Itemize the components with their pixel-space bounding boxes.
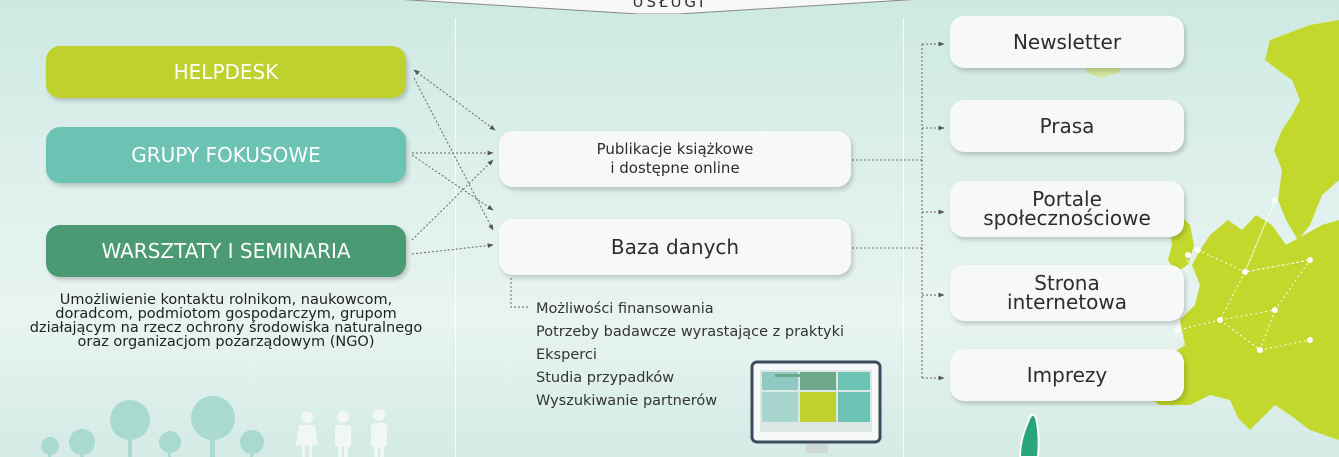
press-box[interactable]: Prasa (950, 100, 1184, 152)
publications-line2: i dostępne online (610, 159, 740, 177)
tree-icons (41, 396, 264, 457)
newsletter-label: Newsletter (1012, 29, 1122, 54)
website-line1: Strona (1034, 271, 1100, 295)
character-illustration (1018, 413, 1040, 457)
monitor-tile (800, 392, 836, 422)
social-line2: społecznościowe (983, 206, 1151, 230)
database-items-list: Możliwości finansowania Potrzeby badawcz… (536, 298, 844, 413)
monitor-icon (750, 360, 882, 453)
focus-groups-button[interactable]: GRUPY FOKUSOWE (46, 127, 406, 183)
database-item: Możliwości finansowania (536, 301, 714, 317)
banner-title: USŁUGI (632, 0, 707, 11)
workshops-button[interactable]: WARSZTATY I SEMINARIA (46, 225, 406, 277)
separator-right (903, 18, 904, 457)
trees-people-illustration (41, 396, 387, 457)
newsletter-box[interactable]: Newsletter (950, 16, 1184, 68)
helpdesk-button[interactable]: HELPDESK (46, 46, 406, 98)
publications-line1: Publikacje książkowe (596, 140, 754, 158)
helpdesk-label: HELPDESK (173, 60, 279, 84)
publications-box[interactable]: Publikacje książkowe i dostępne online (499, 131, 851, 187)
events-label: Imprezy (1026, 362, 1108, 387)
people-icons (296, 409, 387, 457)
press-label: Prasa (1039, 113, 1095, 138)
database-item: Eksperci (536, 347, 597, 363)
social-line1: Portale (1032, 187, 1102, 211)
database-item: Studia przypadków (536, 370, 675, 386)
separator-left (455, 18, 456, 457)
monitor-tile (762, 392, 798, 422)
database-item: Wyszukiwanie partnerów (536, 393, 718, 409)
social-media-box[interactable]: Portale społecznościowe (950, 181, 1184, 237)
banner-shape (402, 0, 914, 14)
events-box[interactable]: Imprezy (950, 349, 1184, 401)
scandinavia-shape (1265, 20, 1339, 240)
left-description: Umożliwienie kontaktu rolnikom, naukowco… (29, 292, 423, 350)
focus-groups-label: GRUPY FOKUSOWE (131, 143, 321, 167)
workshops-label: WARSZTATY I SEMINARIA (101, 239, 351, 263)
website-line2: internetowa (1007, 290, 1127, 314)
database-item: Potrzeby badawcze wyrastające z praktyki (536, 324, 845, 340)
database-label: Baza danych (610, 235, 740, 259)
database-box[interactable]: Baza danych (499, 219, 851, 275)
monitor-tile (838, 392, 870, 422)
website-box[interactable]: Strona internetowa (950, 265, 1184, 321)
network-nodes (1175, 197, 1313, 353)
monitor-tile (838, 372, 870, 390)
